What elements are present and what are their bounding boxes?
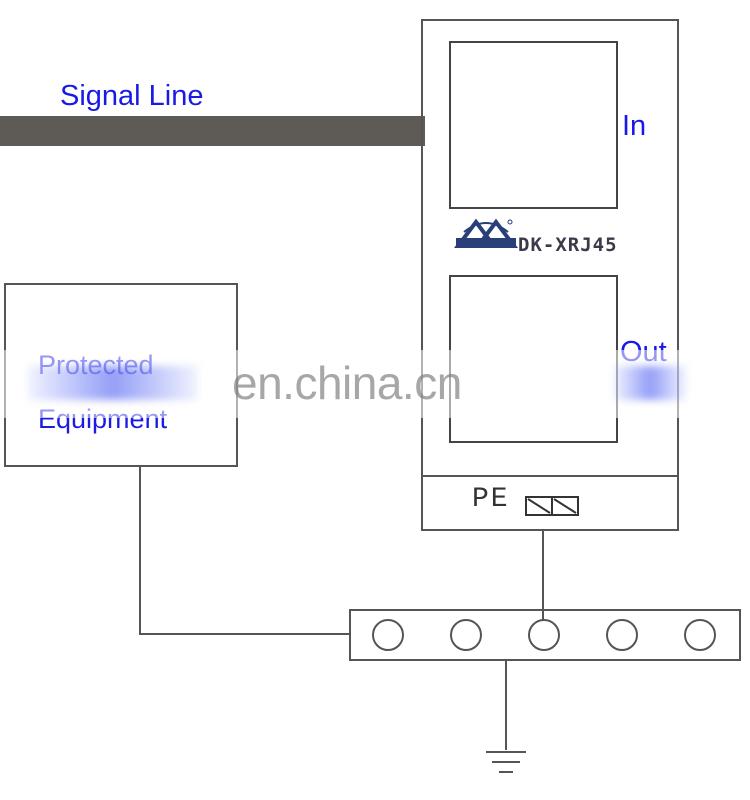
in-label: In	[622, 110, 647, 142]
spd-device-body	[421, 19, 679, 531]
ground-bar-terminals	[372, 619, 716, 651]
watermark-blur-left	[28, 366, 198, 400]
ground-terminal	[606, 619, 638, 651]
pe-terminal-icon	[525, 496, 579, 516]
watermark-blur-right	[614, 366, 686, 400]
ground-terminal	[684, 619, 716, 651]
ground-terminal	[372, 619, 404, 651]
xinruijie-logo	[454, 218, 518, 248]
ground-terminal	[450, 619, 482, 651]
signal-line-label: Signal Line	[60, 80, 204, 112]
in-port	[449, 41, 618, 209]
model-label: DK-XRJ45	[518, 234, 618, 256]
equipment-ground-wire	[139, 466, 350, 635]
watermark-text: en.china.cn	[232, 357, 462, 409]
pe-label: PE	[472, 484, 510, 515]
ground-icon	[486, 751, 526, 773]
ground-bar	[349, 609, 741, 661]
ground-terminal	[528, 619, 560, 651]
signal-line-cable	[0, 116, 425, 146]
